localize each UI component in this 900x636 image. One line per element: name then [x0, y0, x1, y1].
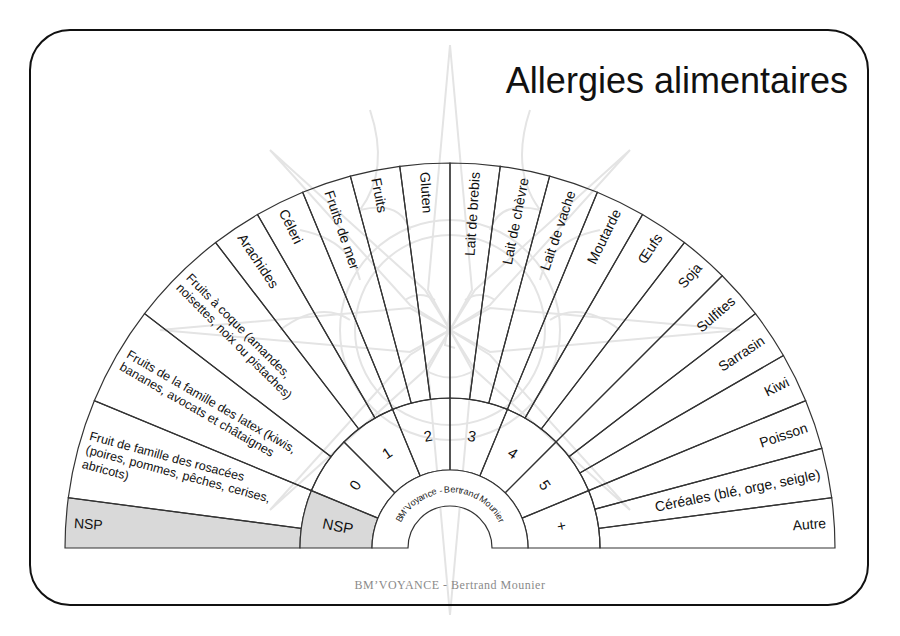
sector-shape: [470, 166, 550, 403]
curved-signature: BM’Voyance - Bertrand Mounier: [370, 468, 530, 550]
scale-label: 0: [346, 476, 365, 493]
sector-label: Poisson: [757, 419, 809, 450]
answer-sector: Fruit de famille des rosacées (poires, p…: [66, 398, 314, 531]
sector-shape: [68, 401, 311, 529]
answer-sector: Sarrasin: [567, 311, 786, 475]
chart-title: Allergies alimentaires: [506, 60, 848, 101]
scale-label: 1: [378, 444, 395, 463]
footer-caption: BM’VOYANCE - Bertrand Mounier: [0, 578, 900, 593]
sector-shape: [450, 163, 500, 399]
sector-shape: [489, 176, 598, 409]
answer-sector: Fruits à coque (amandes, noisettes, noix…: [142, 240, 361, 459]
page-border: [30, 30, 868, 605]
sector-label: Fruits: [369, 177, 392, 214]
sector-shape: [300, 491, 378, 548]
scale-sector: +: [520, 488, 602, 550]
sector-shape: [522, 491, 600, 548]
sector-label: Lait de chèvre: [498, 177, 531, 266]
sector-outline: [370, 468, 530, 550]
sector-shape: [599, 498, 835, 548]
sector-label: Œufs: [635, 230, 667, 266]
sector-label: Kiwi: [762, 374, 792, 400]
answer-sector: Lait de chèvre: [467, 164, 552, 406]
sector-outline: [505, 190, 645, 421]
sector-shape: [344, 409, 420, 492]
sector-label: Gluten: [417, 171, 436, 213]
sector-shape: [541, 243, 722, 442]
sector-label: NSP: [73, 515, 103, 533]
sector-outline: [486, 174, 600, 412]
sector-outline: [520, 488, 602, 550]
sector-outline: [523, 212, 687, 431]
scale-label: 5: [535, 476, 554, 493]
sector-outline: [448, 396, 510, 478]
answer-sector: Lait de brebis: [448, 161, 503, 402]
sector-shape: [258, 192, 393, 418]
sector-label: Fruits à coque (amandes, noisettes, noix…: [173, 271, 331, 429]
sector-label: Arachides: [234, 230, 282, 291]
answer-sector: Gluten: [397, 161, 452, 402]
sector-shape: [525, 215, 684, 429]
center-ring: BM’Voyance - Bertrand Mounier: [370, 468, 530, 550]
sector-label: Céréales (blé, orge, seigle): [653, 467, 821, 516]
scale-sector: 2: [390, 396, 452, 478]
sector-label: Lait de brebis: [461, 171, 483, 256]
scale-label: 4: [505, 444, 522, 463]
answer-sector: Autre: [596, 495, 837, 550]
sector-outline: [255, 190, 395, 421]
scale-sector: NSP: [298, 488, 380, 550]
sector-label: Céleri: [276, 206, 307, 246]
scale-label: +: [552, 520, 571, 532]
sector-shape: [94, 314, 331, 491]
answer-sector: Céleri: [255, 190, 395, 421]
sector-label: Sulfites: [694, 293, 739, 335]
scale-label: 3: [466, 427, 478, 446]
sector-shape: [145, 243, 359, 457]
sector-label: Autre: [792, 515, 826, 533]
sector-shape: [400, 163, 450, 399]
answer-sector: Lait de vache: [486, 174, 600, 412]
sector-label: Soja: [674, 259, 705, 291]
sector-shape: [450, 398, 507, 476]
sector-shape: [393, 398, 450, 476]
answer-sector: Soja: [539, 240, 725, 444]
sector-outline: [577, 353, 808, 493]
answer-sector: Kiwi: [577, 353, 808, 493]
sector-shape: [372, 470, 528, 548]
scale-sector: 3: [448, 396, 510, 478]
sector-outline: [390, 396, 452, 478]
scale-label: 2: [422, 427, 434, 446]
sector-shape: [505, 442, 588, 518]
answer-sector: Fruits de la famille des latex (kiwis, b…: [92, 311, 333, 493]
sector-outline: [467, 164, 552, 406]
answer-sector: Œufs: [523, 212, 687, 431]
answer-sector: Fruits de mer: [300, 174, 414, 412]
answer-sector: Moutarde: [505, 190, 645, 421]
sector-shape: [569, 314, 783, 473]
sector-outline: [300, 174, 414, 412]
sector-shape: [303, 176, 412, 409]
sector-shape: [580, 356, 806, 491]
